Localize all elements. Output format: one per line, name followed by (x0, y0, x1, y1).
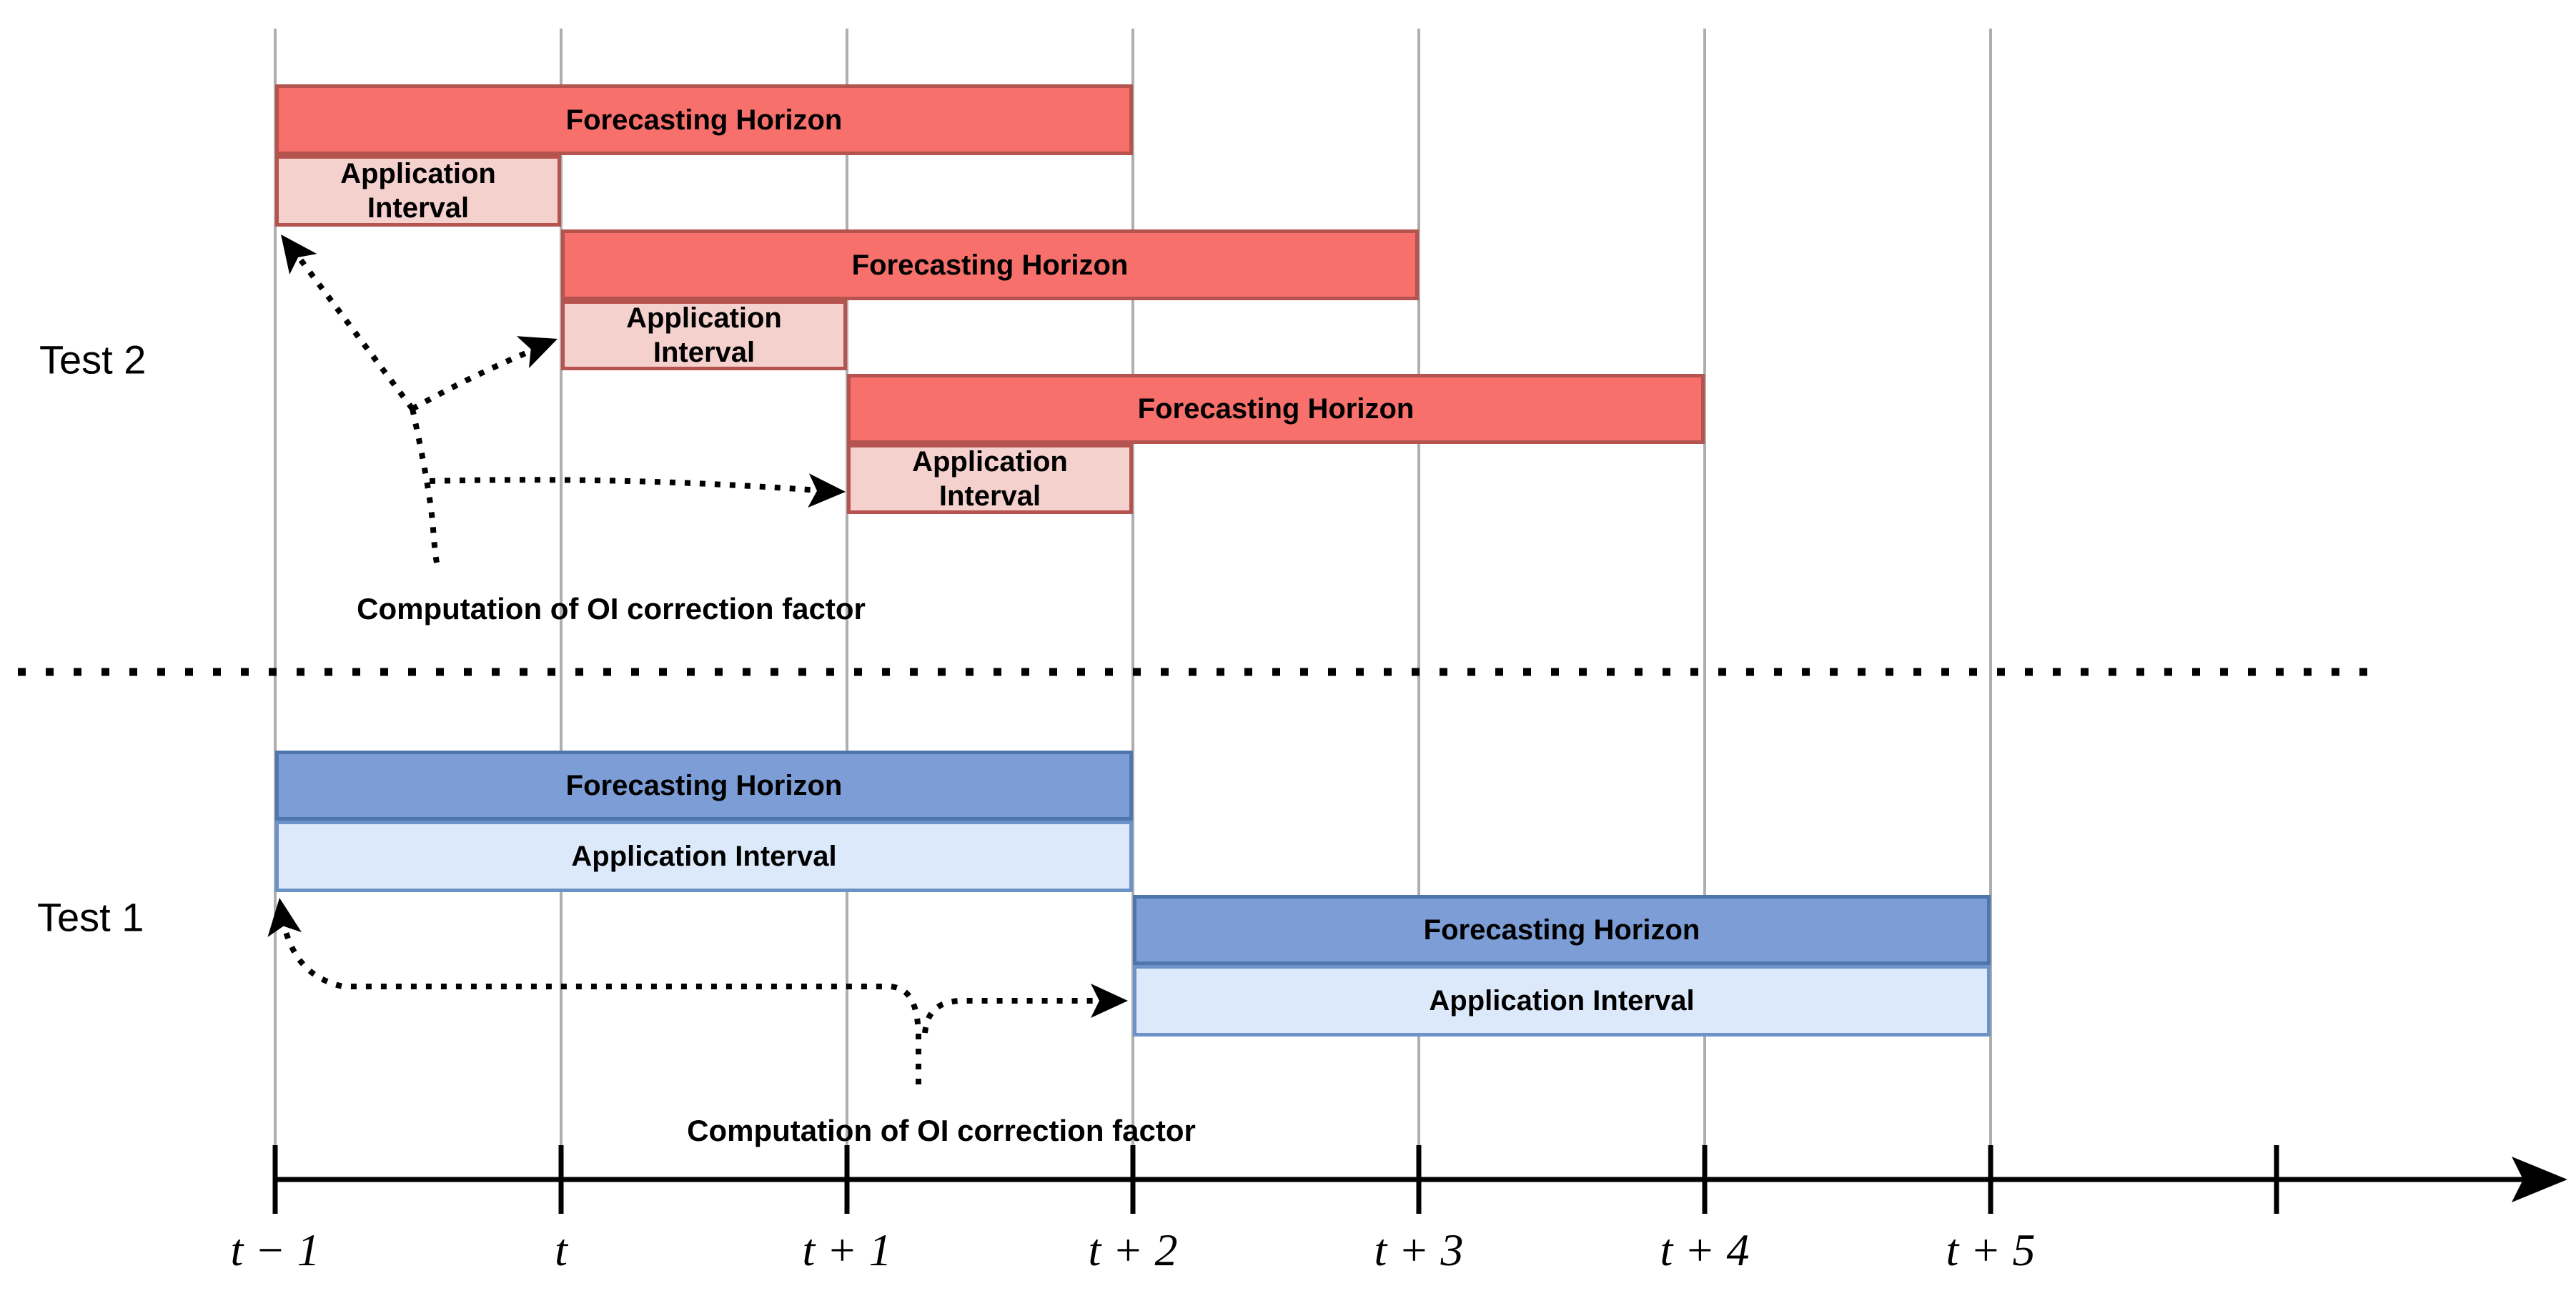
application-interval-bar-test-1-1: Application Interval (275, 821, 1133, 892)
test-1-annotation: Computation of OI correction factor (687, 1114, 1196, 1147)
application-interval-bar-test-1-2: Application Interval (1133, 965, 1991, 1037)
test-2-label: Test 2 (39, 337, 147, 382)
axis-tick-label-1: t (555, 1225, 568, 1275)
application-interval-bar-test-2-2: Application Interval (561, 300, 847, 370)
dotted-connector-test2-to-ai2 (411, 344, 543, 412)
bar-label: Application Interval (626, 302, 782, 368)
axis-tick-label-4: t + 3 (1374, 1225, 1464, 1275)
arrowhead-test2-ai1 (281, 234, 317, 274)
bar-label: Application Interval (912, 446, 1068, 512)
forecasting-horizon-bar-test-1-1: Forecasting Horizon (275, 751, 1133, 821)
axis-tick-label-3: t + 2 (1088, 1225, 1178, 1275)
bar-label: Application Interval (1429, 985, 1695, 1016)
axis-tick-label-6: t + 5 (1946, 1225, 2036, 1275)
axis-tick-label-2: t + 1 (802, 1225, 892, 1275)
arrowhead-test1-ai2 (1091, 984, 1128, 1018)
application-interval-bar-test-2-1: Application Interval (275, 155, 561, 227)
bar-label: Forecasting Horizon (1423, 914, 1700, 946)
arrowhead-test2-ai3 (808, 473, 846, 508)
axis-tick-label-0: t − 1 (230, 1225, 320, 1275)
axis-arrowhead (2512, 1157, 2567, 1202)
bar-label: Forecasting Horizon (1137, 393, 1415, 425)
dotted-connector-test2-to-ai3 (429, 477, 828, 494)
dotted-connector-test1-right (922, 998, 1109, 1034)
bar-label: Application Interval (571, 841, 837, 872)
dotted-connector-test2-tail (410, 408, 440, 567)
test-1-label: Test 1 (37, 894, 144, 940)
arrowhead-test1-ai1 (267, 898, 302, 937)
bar-label: Forecasting Horizon (565, 104, 843, 136)
forecasting-horizon-bar-test-1-2: Forecasting Horizon (1133, 895, 1991, 965)
dotted-connector-test1-left (279, 918, 921, 1088)
forecasting-horizon-bar-test-2-1: Forecasting Horizon (275, 84, 1133, 155)
forecasting-horizon-bar-test-2-2: Forecasting Horizon (561, 229, 1419, 300)
application-interval-bar-test-2-3: Application Interval (847, 444, 1133, 514)
bar-label: Application Interval (340, 158, 496, 224)
arrowhead-test2-ai2 (516, 336, 558, 369)
test-2-annotation: Computation of OI correction factor (357, 592, 866, 625)
axis-tick-label-5: t + 4 (1660, 1225, 1750, 1275)
bar-label: Forecasting Horizon (565, 770, 843, 801)
forecasting-horizon-bar-test-2-3: Forecasting Horizon (847, 374, 1705, 444)
dotted-connector-test2-to-ai1 (292, 249, 415, 411)
bar-label: Forecasting Horizon (851, 249, 1129, 281)
